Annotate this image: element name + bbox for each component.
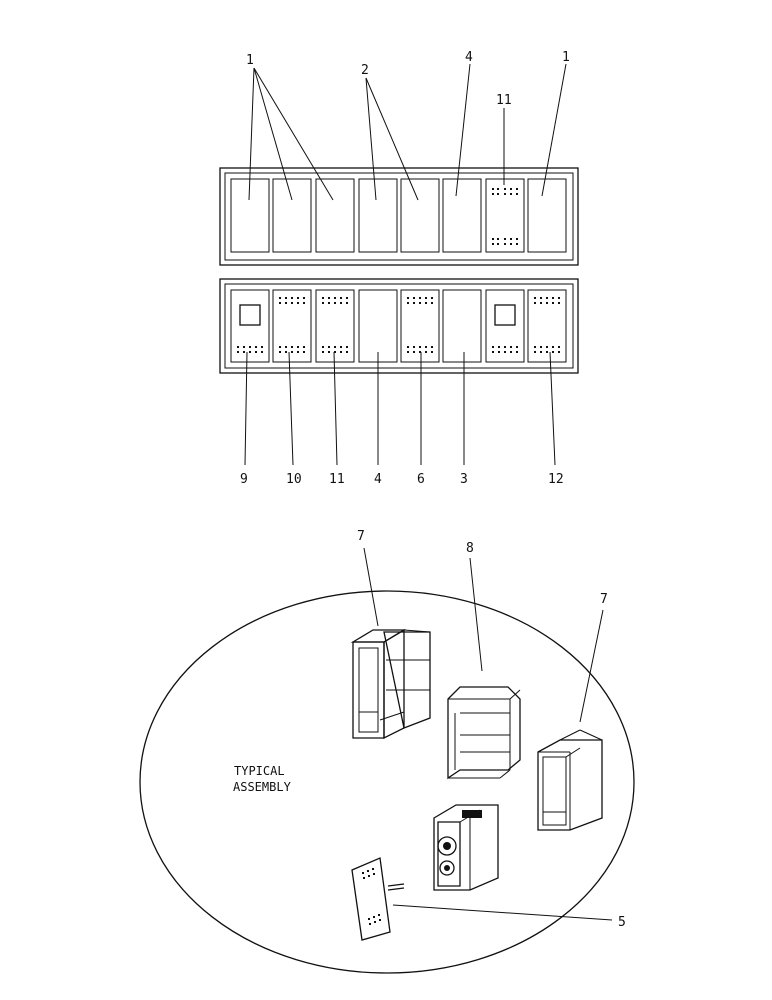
rocker-cap — [351, 857, 405, 941]
switch-bezel-left — [350, 628, 431, 740]
top-switch-panel — [219, 167, 579, 266]
callout-7: 7 — [357, 529, 365, 544]
callout-4: 4 — [465, 50, 473, 65]
top-switch-blank — [442, 178, 482, 253]
top-switch-dotted — [485, 178, 525, 253]
indicator-window — [494, 304, 516, 326]
callout-1: 1 — [246, 53, 254, 68]
top-switch-blank — [315, 178, 355, 253]
bottom-switch-dot-patterns — [237, 297, 560, 353]
bottom-switch-indicator — [485, 289, 525, 363]
bottom-switch-dotted — [527, 289, 567, 363]
callout-8: 8 — [466, 541, 474, 556]
bottom-switch-blank — [442, 289, 482, 363]
callout-11: 11 — [329, 472, 345, 487]
indicator-window — [239, 304, 261, 326]
top-switch-dot-pattern — [492, 188, 518, 245]
callout-3: 3 — [460, 472, 468, 487]
assembly-label-line1: TYPICAL — [234, 764, 285, 778]
assembly-label-line2: ASSEMBLY — [233, 780, 292, 794]
bottom-callout-leaders — [244, 351, 556, 466]
top-switch-blank — [527, 178, 567, 253]
top-switch-blank — [400, 178, 440, 253]
top-switch-blank — [272, 178, 312, 253]
callout-5: 5 — [618, 915, 626, 930]
bottom-switch-indicator — [230, 289, 270, 363]
switch-bezel-right — [537, 729, 603, 831]
switch-body-center — [447, 686, 521, 780]
rocker-switch-mechanism — [433, 804, 499, 891]
assembly-callout-leaders — [363, 547, 613, 921]
callout-1: 1 — [562, 50, 570, 65]
bottom-switch-dotted — [400, 289, 440, 363]
bottom-switch-dotted — [272, 289, 312, 363]
callout-10: 10 — [286, 472, 302, 487]
top-switch-blank — [230, 178, 270, 253]
callout-12: 12 — [548, 472, 564, 487]
top-switch-blank — [358, 178, 398, 253]
callout-6: 6 — [417, 472, 425, 487]
top-panel-outer-frame — [219, 167, 579, 266]
bottom-panel-outer-frame — [219, 278, 579, 374]
callout-4: 4 — [374, 472, 382, 487]
bottom-switch-panel — [219, 278, 579, 374]
bottom-switch-dotted — [315, 289, 355, 363]
callout-11: 11 — [496, 93, 512, 108]
bottom-panel-inner-frame — [224, 283, 574, 369]
bottom-switch-blank — [358, 289, 398, 363]
top-panel-inner-frame — [224, 172, 574, 261]
callout-7: 7 — [600, 592, 608, 607]
callout-9: 9 — [240, 472, 248, 487]
callout-2: 2 — [361, 63, 369, 78]
assembly-ellipse — [139, 590, 635, 974]
top-callout-leaders — [248, 63, 567, 201]
